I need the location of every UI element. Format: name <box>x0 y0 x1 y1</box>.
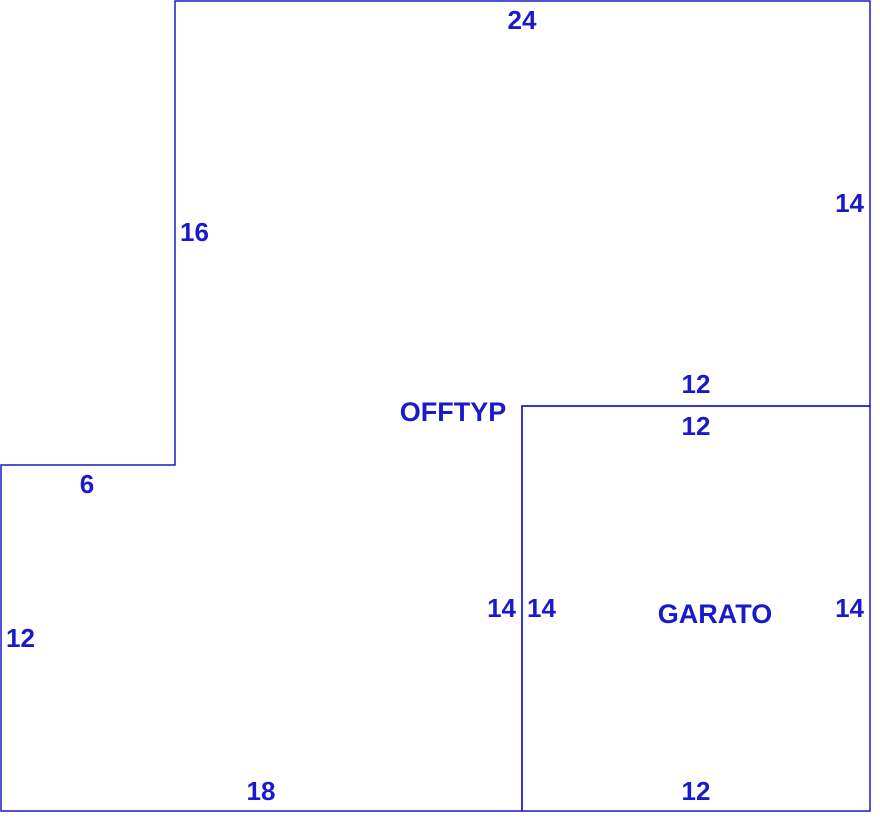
garage-dim-right: 14 <box>835 593 864 623</box>
garage-outline <box>521 405 871 812</box>
garage-label: GARATO <box>658 599 773 629</box>
office-dim-interior-vertical: 14 <box>487 593 516 623</box>
office-dim-interior-horizontal: 12 <box>682 369 711 399</box>
office-dim-right-upper: 14 <box>835 188 864 218</box>
office-dim-step-vertical: 16 <box>180 217 209 247</box>
garage-dim-left: 14 <box>527 593 556 623</box>
office-dim-top: 24 <box>508 5 537 35</box>
garage-dim-bottom: 12 <box>682 776 711 806</box>
office-dim-bottom: 18 <box>247 776 276 806</box>
office-dim-step-horizontal: 6 <box>80 469 94 499</box>
office-dim-left-lower: 12 <box>6 623 35 653</box>
garage-dim-top: 12 <box>682 411 711 441</box>
office-label: OFFTYP <box>400 397 507 427</box>
